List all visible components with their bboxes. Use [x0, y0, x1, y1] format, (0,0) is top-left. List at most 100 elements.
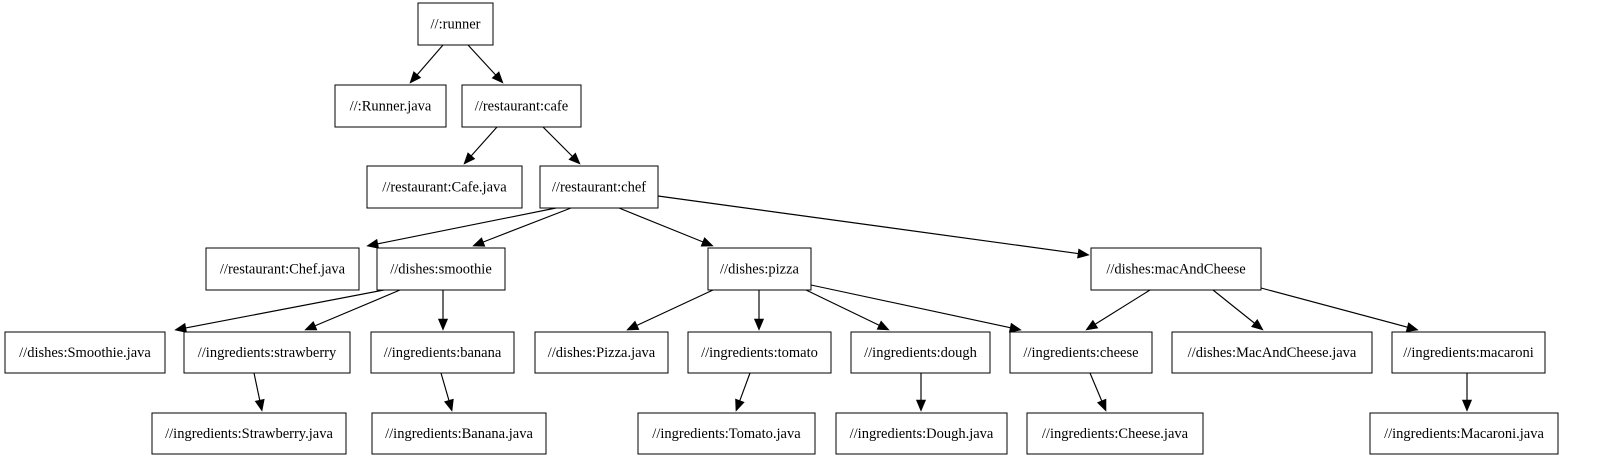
node-box[interactable] [1009, 331, 1153, 374]
arrowhead-icon [568, 152, 581, 165]
graph-node-ing_dough[interactable]: //ingredients:dough [850, 331, 991, 374]
node-label: //ingredients:Strawberry.java [165, 426, 333, 442]
node-box[interactable] [1171, 331, 1373, 374]
edge-dishes_smoothie-to-ing_banana [437, 290, 449, 331]
node-box[interactable] [539, 165, 659, 209]
node-box[interactable] [461, 84, 582, 128]
arrowhead-icon [700, 237, 714, 247]
node-box[interactable] [687, 331, 832, 374]
node-box[interactable] [376, 247, 506, 291]
edge-dishes_pizza-to-ing_tomato [753, 290, 765, 331]
node-box[interactable] [370, 331, 515, 374]
graph-node-restaurant_chef[interactable]: //restaurant:chef [539, 165, 659, 209]
edge-ing_banana-to-banana_java [440, 372, 454, 412]
edge-dishes_mac-to-mac_java [1212, 289, 1264, 331]
node-label: //:Runner.java [350, 98, 432, 114]
arrowhead-icon [735, 398, 745, 412]
graph-node-ing_strawberry[interactable]: //ingredients:strawberry [183, 331, 351, 374]
node-label: //ingredients:tomato [701, 345, 818, 361]
graph-node-ing_tomato[interactable]: //ingredients:tomato [687, 331, 832, 374]
node-box[interactable] [707, 247, 812, 291]
graph-node-chef_java[interactable]: //restaurant:Chef.java [205, 247, 360, 291]
node-label: //ingredients:Banana.java [385, 426, 533, 442]
node-box[interactable] [4, 331, 166, 374]
node-box[interactable] [183, 331, 351, 374]
node-box[interactable] [334, 84, 447, 128]
graph-node-smoothie_java[interactable]: //dishes:Smoothie.java [4, 331, 166, 374]
graph-node-dishes_pizza[interactable]: //dishes:pizza [707, 247, 812, 291]
node-box[interactable] [1369, 412, 1559, 455]
node-label: //dishes:Pizza.java [548, 345, 656, 361]
arrowhead-icon [1085, 319, 1099, 331]
arrowhead-icon [437, 318, 449, 331]
graph-node-ing_cheese[interactable]: //ingredients:cheese [1009, 331, 1153, 374]
node-box[interactable] [151, 412, 347, 455]
edge-line [483, 207, 572, 243]
graph-node-runner_java[interactable]: //:Runner.java [334, 84, 447, 128]
node-box[interactable] [534, 331, 669, 374]
graph-node-strawberry_java[interactable]: //ingredients:Strawberry.java [151, 412, 347, 455]
graph-node-dishes_mac[interactable]: //dishes:macAndCheese [1090, 247, 1262, 291]
node-box[interactable] [205, 247, 360, 291]
node-box[interactable] [371, 412, 547, 455]
node-label: //dishes:smoothie [390, 261, 492, 277]
node-label: //ingredients:cheese [1023, 345, 1138, 361]
edge-ing_cheese-to-cheese_java [1089, 372, 1107, 412]
arrowhead-icon [366, 238, 380, 249]
edge-line [739, 372, 751, 401]
edge-line [467, 44, 496, 76]
edge-dishes_pizza-to-ing_dough [805, 289, 890, 331]
node-box[interactable] [637, 412, 816, 455]
edge-restaurant_chef-to-chef_java [366, 207, 557, 249]
arrowhead-icon [876, 320, 890, 331]
node-label: //ingredients:Tomato.java [652, 426, 801, 442]
edge-dishes_pizza-to-pizza_java [626, 289, 714, 331]
graph-node-ing_macaroni[interactable]: //ingredients:macaroni [1391, 331, 1546, 374]
node-box[interactable] [1391, 331, 1546, 374]
node-label: //restaurant:Cafe.java [382, 179, 507, 195]
node-label: //ingredients:Macaroni.java [1384, 426, 1544, 442]
edge-line [1260, 287, 1408, 328]
edge-dishes_smoothie-to-ing_strawberry [304, 289, 401, 331]
edge-ing_tomato-to-tomato_java [735, 372, 751, 412]
arrowhead-icon [626, 320, 640, 331]
edge-line [185, 289, 385, 329]
node-label: //restaurant:cafe [475, 98, 568, 114]
edge-restaurant_chef-to-dishes_mac [657, 195, 1090, 259]
node-box[interactable] [1090, 247, 1262, 291]
arrowhead-icon [1008, 322, 1022, 333]
edge-line [618, 207, 704, 243]
edge-line [470, 126, 498, 157]
edge-line [542, 126, 573, 157]
graph-node-ing_banana[interactable]: //ingredients:banana [370, 331, 515, 374]
graph-node-runner[interactable]: //:runner [417, 2, 494, 46]
graph-node-macaroni_java[interactable]: //ingredients:Macaroni.java [1369, 412, 1559, 455]
nodes-layer: //:runner //:Runner.java //restaurant:cafe… [4, 2, 1559, 455]
arrowhead-icon [444, 398, 454, 412]
graph-node-dishes_smoothie[interactable]: //dishes:smoothie [376, 247, 506, 291]
arrowhead-icon [472, 237, 486, 247]
graph-node-banana_java[interactable]: //ingredients:Banana.java [371, 412, 547, 455]
arrowhead-icon [915, 399, 927, 412]
graph-node-cafe_java[interactable]: //restaurant:Cafe.java [366, 165, 523, 209]
edge-line [1089, 372, 1103, 402]
node-box[interactable] [366, 165, 523, 209]
edge-runner-to-runner_java [409, 44, 444, 84]
edge-line [253, 372, 261, 401]
node-label: //restaurant:Chef.java [220, 261, 346, 277]
node-box[interactable] [835, 412, 1008, 455]
node-label: //restaurant:chef [552, 179, 646, 195]
node-box[interactable] [417, 2, 494, 46]
graph-node-restaurant_cafe[interactable]: //restaurant:cafe [461, 84, 582, 128]
arrowhead-icon [409, 71, 422, 84]
graph-node-pizza_java[interactable]: //dishes:Pizza.java [534, 331, 669, 374]
graph-node-dough_java[interactable]: //ingredients:Dough.java [835, 412, 1008, 455]
node-box[interactable] [1026, 412, 1204, 455]
graph-node-tomato_java[interactable]: //ingredients:Tomato.java [637, 412, 816, 455]
arrowhead-icon [491, 71, 504, 84]
node-label: //ingredients:Dough.java [850, 426, 994, 442]
graph-node-mac_java[interactable]: //dishes:MacAndCheese.java [1171, 331, 1373, 374]
graph-node-cheese_java[interactable]: //ingredients:Cheese.java [1026, 412, 1204, 455]
node-box[interactable] [850, 331, 991, 374]
